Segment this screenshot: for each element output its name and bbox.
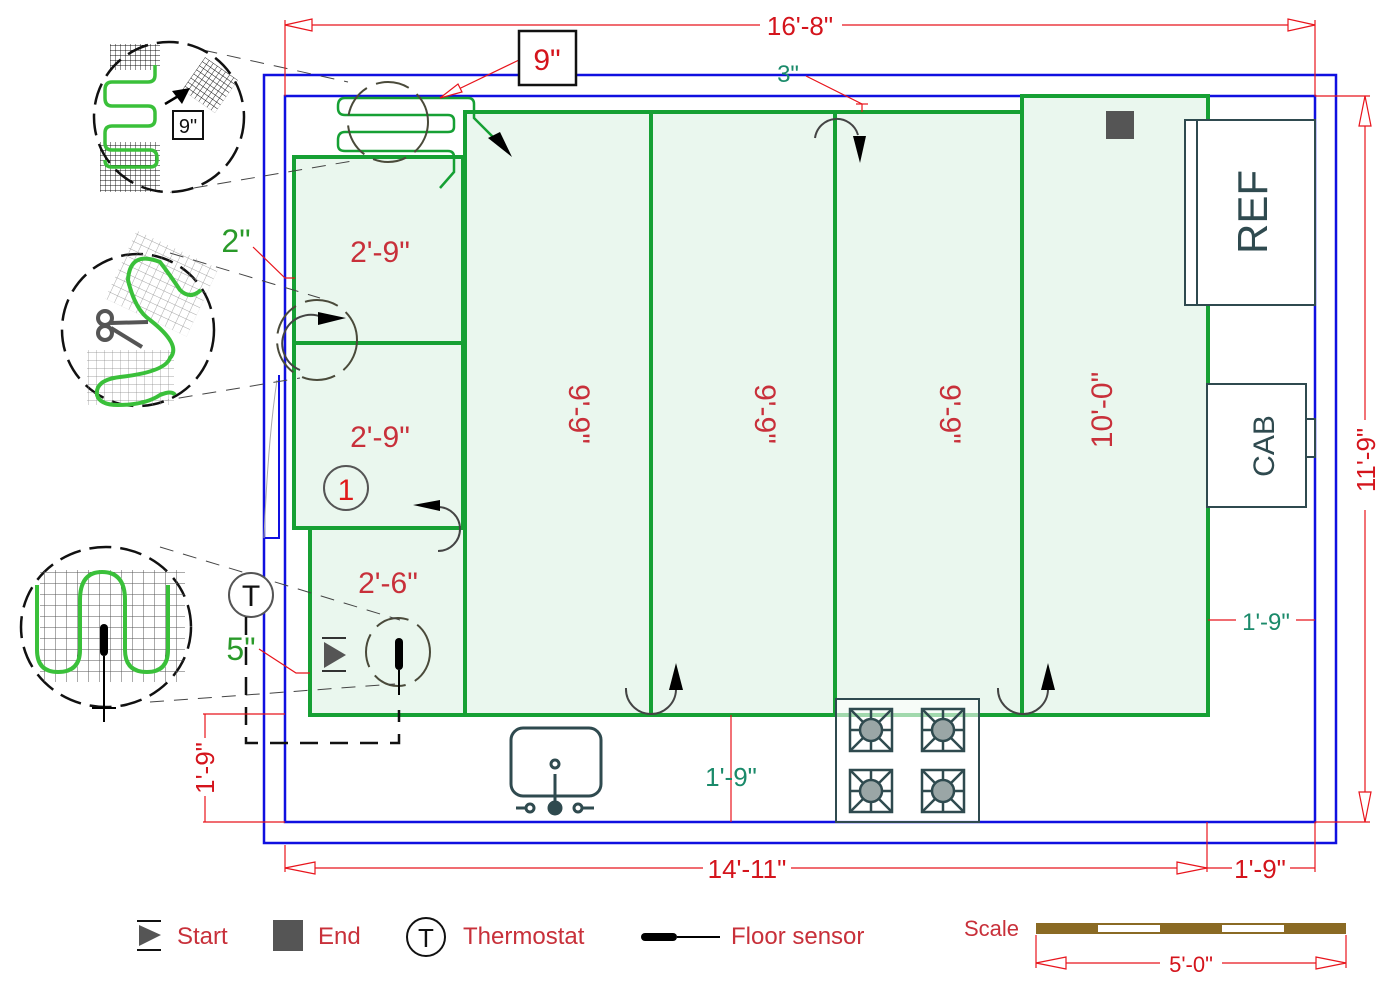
arrow-down-icon (853, 136, 866, 163)
mat-label-2: 2'-9" (350, 421, 410, 454)
spacing-callout-box (517, 29, 578, 87)
heating-cable-loop (336, 96, 497, 189)
legend-thermostat-icon (406, 917, 446, 957)
legend-start-label: Start (177, 923, 228, 950)
start-marker-icon (322, 637, 346, 672)
detail-bubble-mat-turn: 9" (92, 40, 246, 194)
end-marker-icon (1106, 111, 1134, 139)
direction-arrow-icon (488, 132, 512, 157)
mat-7 (1020, 94, 1210, 717)
sink-icon (509, 726, 603, 816)
refrigerator-label: REF (1229, 170, 1276, 254)
detail-bubble-mat-cut (60, 230, 219, 408)
arrow-up-icon (1041, 663, 1055, 690)
mat-label-4: 9'-9" (562, 384, 595, 444)
heating-mats (292, 94, 1210, 717)
heated-run-label: 14'-11" (708, 854, 787, 884)
mat-label-6: 9'-9" (933, 384, 966, 444)
sensor-offset-label: 5" (226, 631, 255, 667)
legend-thermostat-label: Thermostat (463, 923, 585, 950)
thermostat-symbol: T (242, 580, 260, 613)
walls (262, 73, 1338, 845)
stove-icon (835, 698, 980, 823)
mat-label-7: 10'-0" (1086, 372, 1119, 448)
counter-depth-label: 1'-9" (705, 762, 757, 792)
legend-floor-sensor-icon (641, 933, 720, 941)
detail-spacing-label: 9" (179, 116, 197, 138)
legend-end-label: End (318, 923, 361, 950)
left-offset-label: 2" (221, 223, 250, 259)
turn-arrow-icon (281, 313, 323, 371)
mat-4 (463, 110, 653, 717)
spacing-callout-label: 9" (533, 44, 560, 77)
top-offset-label: 3" (777, 61, 799, 88)
cabinet-label: CAB (1248, 415, 1281, 477)
turn-arrow-icon (814, 117, 859, 139)
zone-number-badge (323, 465, 369, 511)
mat-5 (649, 110, 837, 717)
refrigerator: REF (1184, 119, 1316, 306)
legend-thermostat-symbol: T (418, 923, 434, 953)
door-swing (263, 379, 278, 539)
door-opening (264, 375, 280, 539)
turn-arrow-icon (437, 506, 461, 552)
arrow-up-icon (669, 663, 683, 690)
arrow-left-icon (413, 500, 440, 511)
mat-3 (308, 526, 467, 717)
legend-end-icon (273, 920, 303, 951)
detail-marker-mat-cut (276, 299, 358, 381)
mat-label-1: 2'-9" (350, 236, 410, 269)
detail-marker-cable-loop (347, 81, 429, 163)
overall-width-label: 16'-8" (767, 11, 833, 41)
scissors-icon (96, 309, 149, 349)
turn-arrow-icon (624, 687, 677, 715)
legend-start-icon (137, 920, 161, 951)
right-clearance-bottom-label: 1'-9" (1234, 854, 1286, 884)
cabinet: CAB (1206, 383, 1316, 508)
left-bottom-offset-label: 1'-9" (190, 742, 220, 794)
scale-bar: Scale 5'-0" (964, 916, 1346, 977)
turn-arrow-icon (996, 687, 1049, 715)
scale-length-label: 5'-0" (1169, 952, 1213, 977)
turn-arrows (281, 117, 1055, 715)
thermostat-icon (228, 572, 274, 618)
mat-1 (292, 155, 465, 345)
detail-bubble-floor-sensor (19, 545, 193, 722)
outer-wall (262, 73, 1338, 845)
right-clearance-side-label: 1'-9" (1242, 609, 1290, 636)
mat-label-5: 9'-9" (748, 384, 781, 444)
thermostat: T (228, 572, 401, 745)
overall-depth-label: 11'-9" (1351, 428, 1381, 492)
floor-sensor-icon (395, 638, 403, 695)
scale-label: Scale (964, 916, 1019, 941)
inner-wall (283, 94, 1317, 824)
zone-number: 1 (338, 474, 355, 507)
sensor-wire (244, 617, 401, 745)
legend-floor-sensor-label: Floor sensor (731, 923, 864, 950)
mat-label-3: 2'-6" (358, 567, 418, 600)
legend: Start End T Thermostat Floor sensor (137, 917, 864, 957)
mat-6 (833, 110, 1024, 717)
arrow-right-icon (318, 312, 346, 325)
